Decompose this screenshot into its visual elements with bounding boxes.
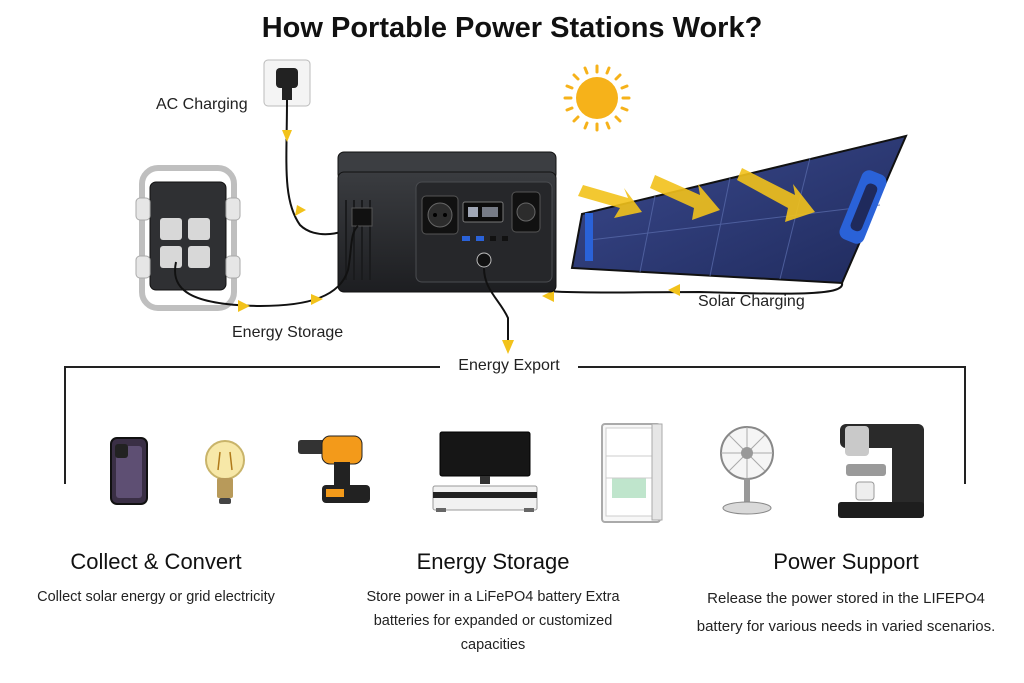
light-bulb-icon — [205, 440, 245, 504]
extra-battery-icon — [135, 165, 241, 311]
wall-outlet-icon — [263, 59, 311, 107]
power-drill-icon — [298, 435, 370, 503]
section-heading-support: Power Support — [773, 549, 919, 574]
arrow-icon — [542, 290, 554, 302]
refrigerator-icon — [601, 423, 663, 523]
section-desc-collect: Collect solar energy or grid electricity — [37, 589, 275, 605]
arrow-icon — [295, 205, 306, 216]
sunlight-arrows — [578, 168, 815, 222]
solar-charging-label: Solar Charging — [698, 293, 805, 310]
arrow-icon — [502, 340, 514, 354]
fan-icon — [720, 426, 774, 515]
bracket-right — [578, 366, 966, 484]
section-desc-support: Release the power stored in the LIFEPO4 … — [696, 590, 996, 635]
arrow-icon — [311, 294, 323, 305]
arrow-icon — [282, 130, 292, 142]
ac-charging-label: AC Charging — [156, 96, 248, 113]
section-heading-collect: Collect & Convert — [70, 549, 242, 574]
arrow-icon — [668, 284, 680, 296]
battery-cable — [174, 225, 359, 308]
energy-export-label: Energy Export — [440, 357, 578, 375]
export-cable — [483, 267, 509, 350]
bracket-left — [64, 366, 440, 484]
sun-icon — [563, 64, 631, 132]
section-heading-storage: Energy Storage — [416, 549, 570, 574]
coffee-machine-icon — [838, 424, 924, 518]
power-station-icon — [337, 151, 557, 293]
smartphone-icon — [110, 437, 148, 505]
section-desc-storage: Store power in a LiFePO4 battery Extra b… — [366, 589, 620, 653]
page-title: How Portable Power Stations Work? — [261, 12, 763, 44]
energy-storage-label: Energy Storage — [232, 324, 344, 341]
tv-stand-icon — [432, 431, 538, 512]
arrow-icon — [238, 300, 250, 312]
